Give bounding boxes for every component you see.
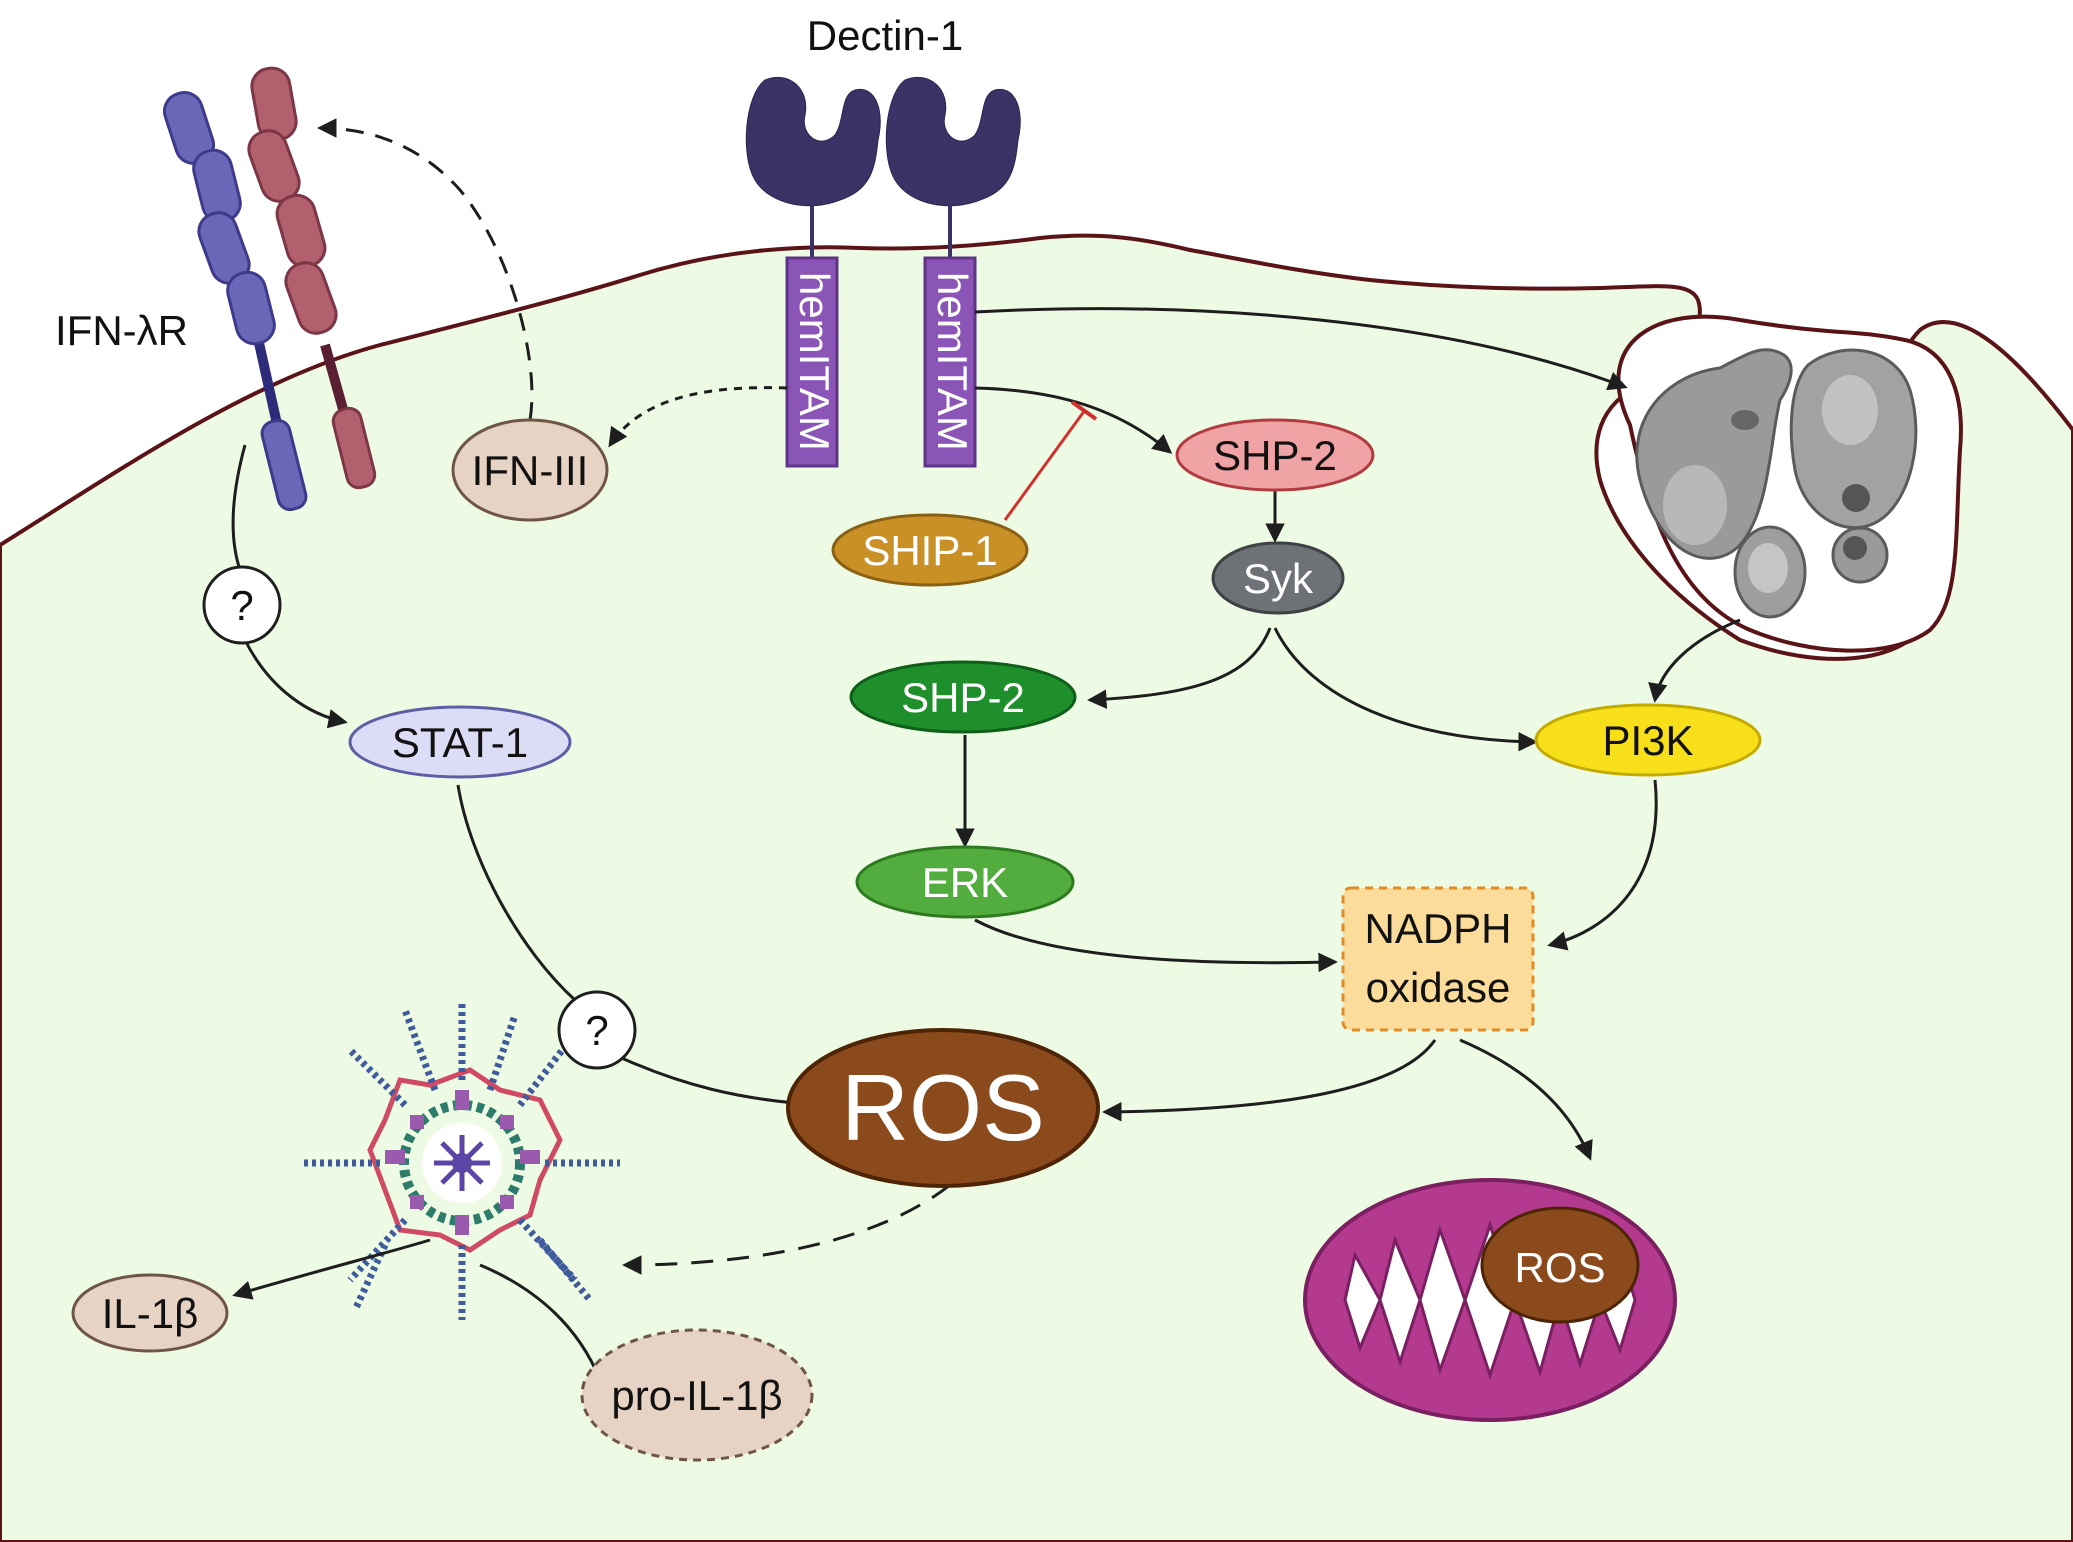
arrow-syk-to-shp2mid	[1087, 627, 1272, 709]
arrow-phagosome-to-pi3k	[1648, 618, 1741, 703]
nadph-line2: oxidase	[1366, 964, 1511, 1011]
node-pi3k: PI3K	[1534, 703, 1762, 777]
stat1-label: STAT-1	[392, 719, 528, 766]
arrow-erk-to-nadph	[974, 918, 1338, 973]
ros-mito-label: ROS	[1514, 1244, 1605, 1291]
nadph-line1: NADPH	[1364, 905, 1511, 952]
inhibition-ship1-to-hemitam	[1003, 409, 1087, 521]
hemitam-right-label: hemITAM	[929, 272, 976, 451]
ifn-receptor-title: IFN-λR	[55, 307, 188, 354]
arrow-inflammasome-to-il1b	[232, 1238, 431, 1300]
ros-main-label: ROS	[841, 1055, 1045, 1160]
arrow-syk-to-pi3k	[1273, 627, 1538, 752]
line-pro-il1b-to-inflammasome	[479, 1263, 602, 1381]
inhibition-bar	[1070, 400, 1098, 421]
node-il1b: IL-1β	[71, 1273, 229, 1353]
arrow-receptor-to-q1	[231, 444, 247, 571]
node-ros-mito: ROS	[1480, 1206, 1640, 1324]
shp2-top-label: SHP-2	[1213, 432, 1337, 479]
arrow-nadph-to-ros	[1102, 1039, 1437, 1122]
question-node-bottom: ?	[557, 990, 637, 1070]
node-erk: ERK	[855, 845, 1075, 919]
node-ifn3: IFN-III	[451, 418, 609, 522]
il1b-label: IL-1β	[102, 1290, 199, 1337]
arrow-stat1-to-q2	[456, 784, 577, 1002]
ifn3-label: IFN-III	[472, 447, 589, 494]
pi3k-label: PI3K	[1602, 717, 1693, 764]
node-shp2-mid: SHP-2	[849, 660, 1077, 734]
dectin-1-receptor-icon	[745, 77, 1021, 258]
arrow-hemitam-to-phagosome	[974, 307, 1628, 391]
inflammasome-icon	[300, 1000, 620, 1320]
ship1-label: SHIP-1	[862, 527, 997, 574]
dectin-1-title: Dectin-1	[807, 12, 963, 59]
question-node-top: ?	[202, 565, 282, 645]
hemitam-left-label: hemITAM	[791, 272, 838, 451]
arrow-ros-to-inflammasome	[622, 1183, 951, 1275]
arrow-hemitam-to-ifn3	[608, 386, 788, 448]
node-pro-il1b: pro-IL-1β	[580, 1328, 814, 1462]
arrow-nadph-to-mitochondrion	[1459, 1038, 1593, 1161]
arrow-hemitam-to-shp2	[974, 386, 1173, 454]
arrow-pi3k-to-nadph	[1547, 779, 1658, 951]
node-stat1: STAT-1	[348, 705, 572, 779]
syk-label: Syk	[1243, 555, 1314, 602]
node-nadph-oxidase: NADPH oxidase	[1341, 886, 1535, 1032]
fungal-cells-icon	[1635, 348, 1918, 619]
erk-label: ERK	[922, 859, 1008, 906]
shp2-mid-label: SHP-2	[901, 674, 1025, 721]
question-top-label: ?	[230, 582, 253, 629]
ifn-lambda-receptor-icon	[162, 66, 377, 512]
pro-il1b-label: pro-IL-1β	[611, 1372, 782, 1419]
node-shp2-top: SHP-2	[1175, 418, 1375, 492]
hemitam-right-box	[923, 256, 977, 468]
node-ros-main: ROS	[786, 1028, 1100, 1188]
node-syk: Syk	[1211, 541, 1345, 615]
arrow-ifn3-to-receptor	[317, 118, 534, 421]
arrow-q1-to-stat1	[243, 639, 348, 729]
node-ship1: SHIP-1	[831, 513, 1029, 587]
phagosome	[1616, 314, 1963, 653]
question-bottom-label: ?	[585, 1007, 608, 1054]
hemitam-left-box	[785, 256, 839, 468]
